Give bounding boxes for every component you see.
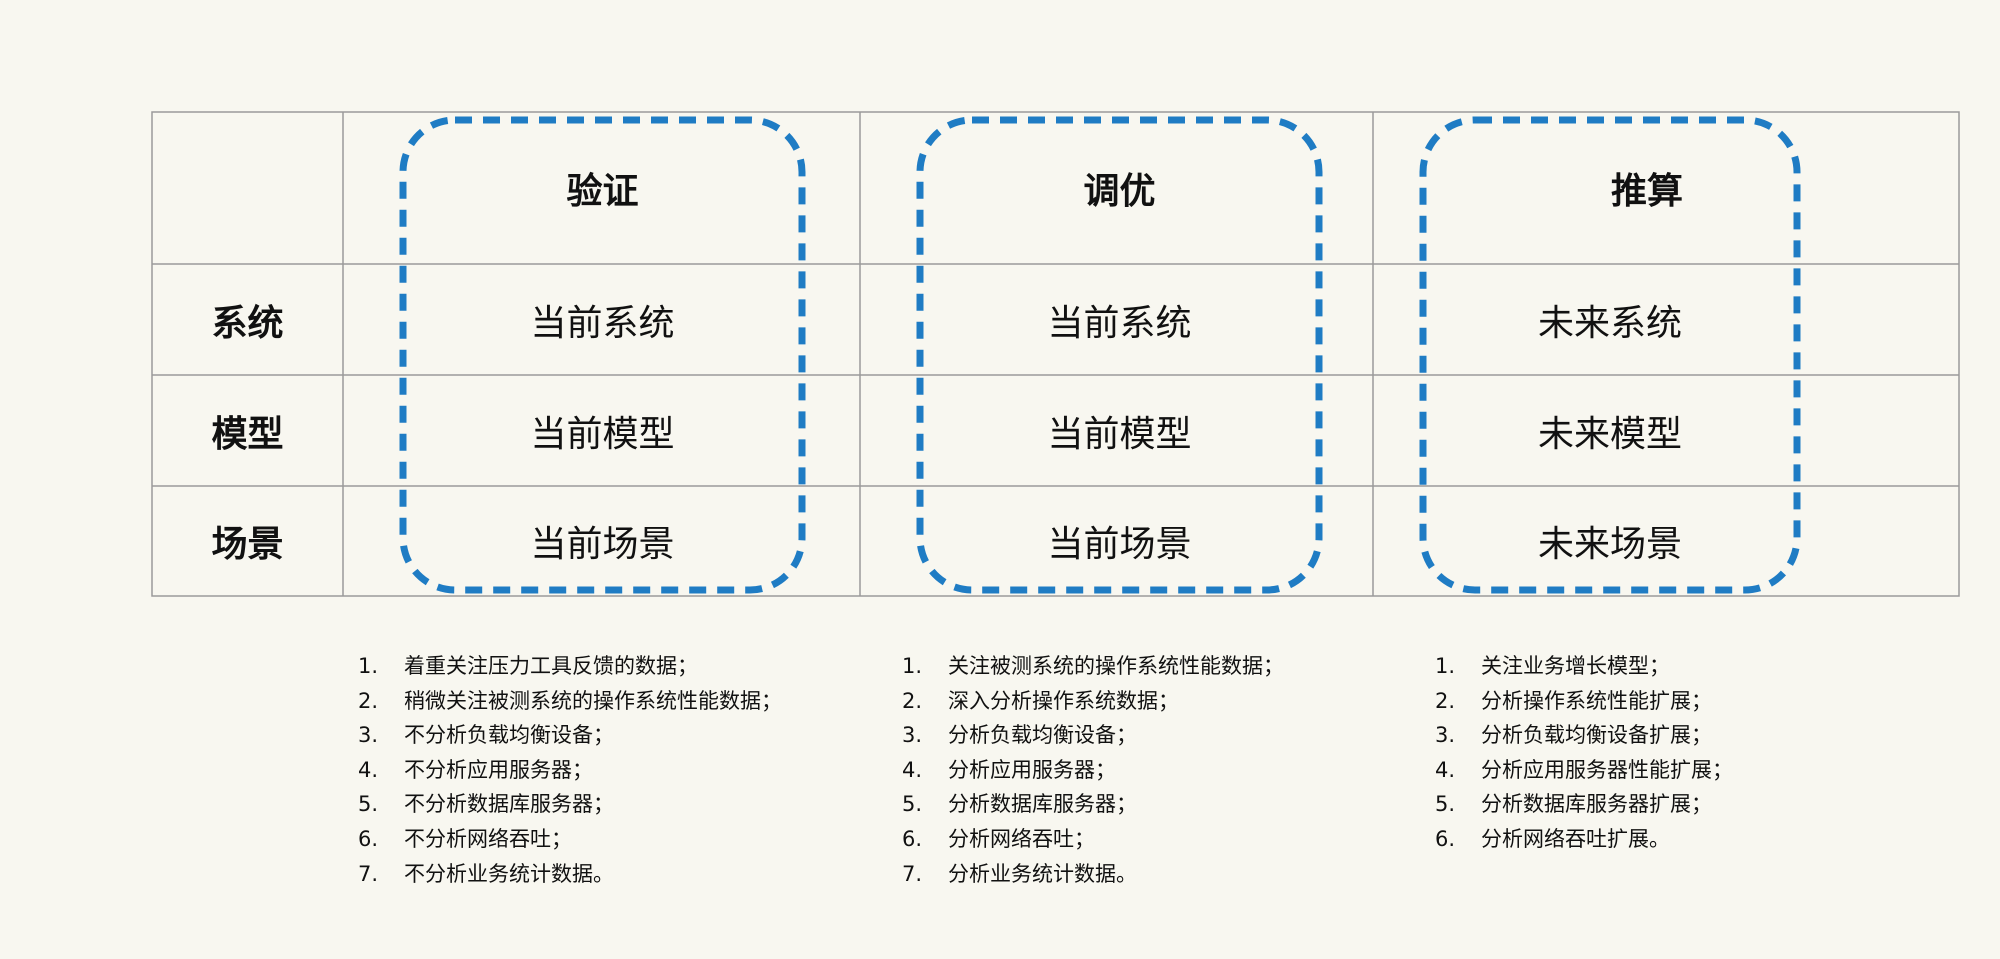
list-item: 4. 分析应用服务器；	[902, 753, 1284, 788]
list-item-text: 关注被测系统的操作系统性能数据；	[948, 654, 1284, 678]
list-item-number: 2.	[902, 688, 923, 713]
list-item-text: 不分析网络吞吐；	[404, 826, 572, 851]
notes-list-tune: 1. 关注被测系统的操作系统性能数据； 2. 深入分析操作系统数据； 3. 分析负载均…	[902, 649, 1284, 891]
column-header-project: 推算	[1610, 171, 1683, 212]
table-cell: 未来模型	[1537, 413, 1682, 455]
table-cell: 未来场景	[1537, 524, 1682, 565]
table-cell: 当前场景	[1047, 524, 1192, 565]
list-item: 3. 分析负载均衡设备；	[902, 718, 1284, 753]
list-item: 2. 分析操作系统性能扩展；	[1435, 684, 1733, 719]
list-item: 3. 不分析负载均衡设备；	[358, 718, 782, 753]
list-item-text: 稍微关注被测系统的操作系统性能数据；	[404, 688, 782, 713]
list-item-number: 3.	[358, 723, 379, 748]
list-item-text: 分析应用服务器；	[948, 757, 1116, 782]
list-item-number: 3.	[902, 723, 923, 748]
list-item: 3. 分析负载均衡设备扩展；	[1435, 718, 1733, 753]
list-item-text: 分析操作系统性能扩展；	[1481, 688, 1712, 713]
table-cell: 当前场景	[530, 524, 675, 565]
list-item-text: 分析业务统计数据。	[948, 861, 1137, 886]
list-item: 7. 分析业务统计数据。	[902, 857, 1284, 892]
list-item-number: 7.	[358, 861, 379, 886]
table-cell: 当前系统	[1047, 302, 1192, 344]
list-item-text: 关注业务增长模型；	[1481, 654, 1670, 678]
highlight-frame-project	[1419, 116, 1801, 594]
list-item: 2. 深入分析操作系统数据；	[902, 684, 1284, 719]
list-item-number: 1.	[902, 654, 923, 678]
list-item-text: 分析数据库服务器；	[948, 792, 1137, 817]
list-item-text: 分析负载均衡设备；	[948, 723, 1137, 748]
list-item-number: 4.	[1435, 757, 1456, 782]
row-header-model: 模型	[211, 413, 284, 455]
list-item-number: 5.	[1435, 792, 1456, 817]
list-item-number: 7.	[902, 861, 923, 886]
column-header-tune: 调优	[1083, 171, 1156, 212]
notes-list-validate: 1. 着重关注压力工具反馈的数据； 2. 稍微关注被测系统的操作系统性能数据； 3.…	[358, 649, 782, 891]
list-item: 1. 着重关注压力工具反馈的数据；	[358, 649, 782, 684]
row-header-scenario: 场景	[211, 524, 284, 565]
list-item: 6. 分析网络吞吐扩展。	[1435, 822, 1733, 857]
column-header-validate: 验证	[566, 171, 639, 212]
list-item: 1. 关注被测系统的操作系统性能数据；	[902, 649, 1284, 684]
list-item: 6. 分析网络吞吐；	[902, 822, 1284, 857]
list-item: 4. 不分析应用服务器；	[358, 753, 782, 788]
table-cell: 当前系统	[530, 302, 675, 344]
list-item: 6. 不分析网络吞吐；	[358, 822, 782, 857]
list-item-text: 分析应用服务器性能扩展；	[1481, 757, 1733, 782]
notes-list-project: 1.关注业务增长模型； 2.分析操作系统性能扩展； 3.分析负载均衡设备扩展； …	[1435, 649, 1733, 857]
list-item-number: 5.	[902, 792, 923, 817]
list-item: 2. 稍微关注被测系统的操作系统性能数据；	[358, 684, 782, 719]
list-item-text: 着重关注压力工具反馈的数据；	[404, 654, 698, 678]
list-item-text: 分析数据库服务器扩展；	[1481, 792, 1712, 817]
list-item-number: 2.	[1435, 688, 1456, 713]
list-item-number: 6.	[902, 826, 923, 851]
list-item-number: 5.	[358, 792, 379, 817]
list-item: 4. 分析应用服务器性能扩展；	[1435, 753, 1733, 788]
list-item-text: 分析网络吞吐扩展。	[1481, 826, 1670, 851]
list-item-number: 1.	[1435, 654, 1456, 678]
list-item-text: 不分析业务统计数据。	[404, 861, 614, 886]
list-item-number: 3.	[1435, 723, 1456, 748]
row-header-system: 系统	[211, 302, 284, 344]
list-item-text: 深入分析操作系统数据；	[948, 688, 1179, 713]
table-cell: 未来系统	[1537, 302, 1682, 344]
list-item: 5. 不分析数据库服务器；	[358, 787, 782, 822]
table-cell: 当前模型	[1047, 413, 1192, 455]
list-item-text: 分析负载均衡设备扩展；	[1481, 723, 1712, 748]
list-item-number: 1.	[358, 654, 379, 678]
list-item-text: 不分析负载均衡设备；	[404, 723, 614, 748]
highlight-frame-validate	[399, 116, 806, 594]
list-item-text: 不分析应用服务器；	[404, 757, 593, 782]
list-item-number: 6.	[1435, 826, 1456, 851]
list-item: 7. 不分析业务统计数据。	[358, 857, 782, 892]
highlight-frame-tune	[916, 116, 1323, 594]
list-item: 1. 关注业务增长模型；	[1435, 649, 1733, 684]
list-item-number: 6.	[358, 826, 379, 851]
table-border	[151, 111, 1960, 597]
list-item: 5. 分析数据库服务器扩展；	[1435, 787, 1733, 822]
list-item-number: 4.	[902, 757, 923, 782]
list-item-text: 不分析数据库服务器；	[404, 792, 614, 817]
grid-lines	[151, 111, 1960, 597]
table-cell: 当前模型	[530, 413, 675, 455]
list-item-number: 2.	[358, 688, 379, 713]
list-item-number: 4.	[358, 757, 379, 782]
list-item: 5. 分析数据库服务器；	[902, 787, 1284, 822]
list-item-text: 分析网络吞吐；	[948, 826, 1095, 851]
